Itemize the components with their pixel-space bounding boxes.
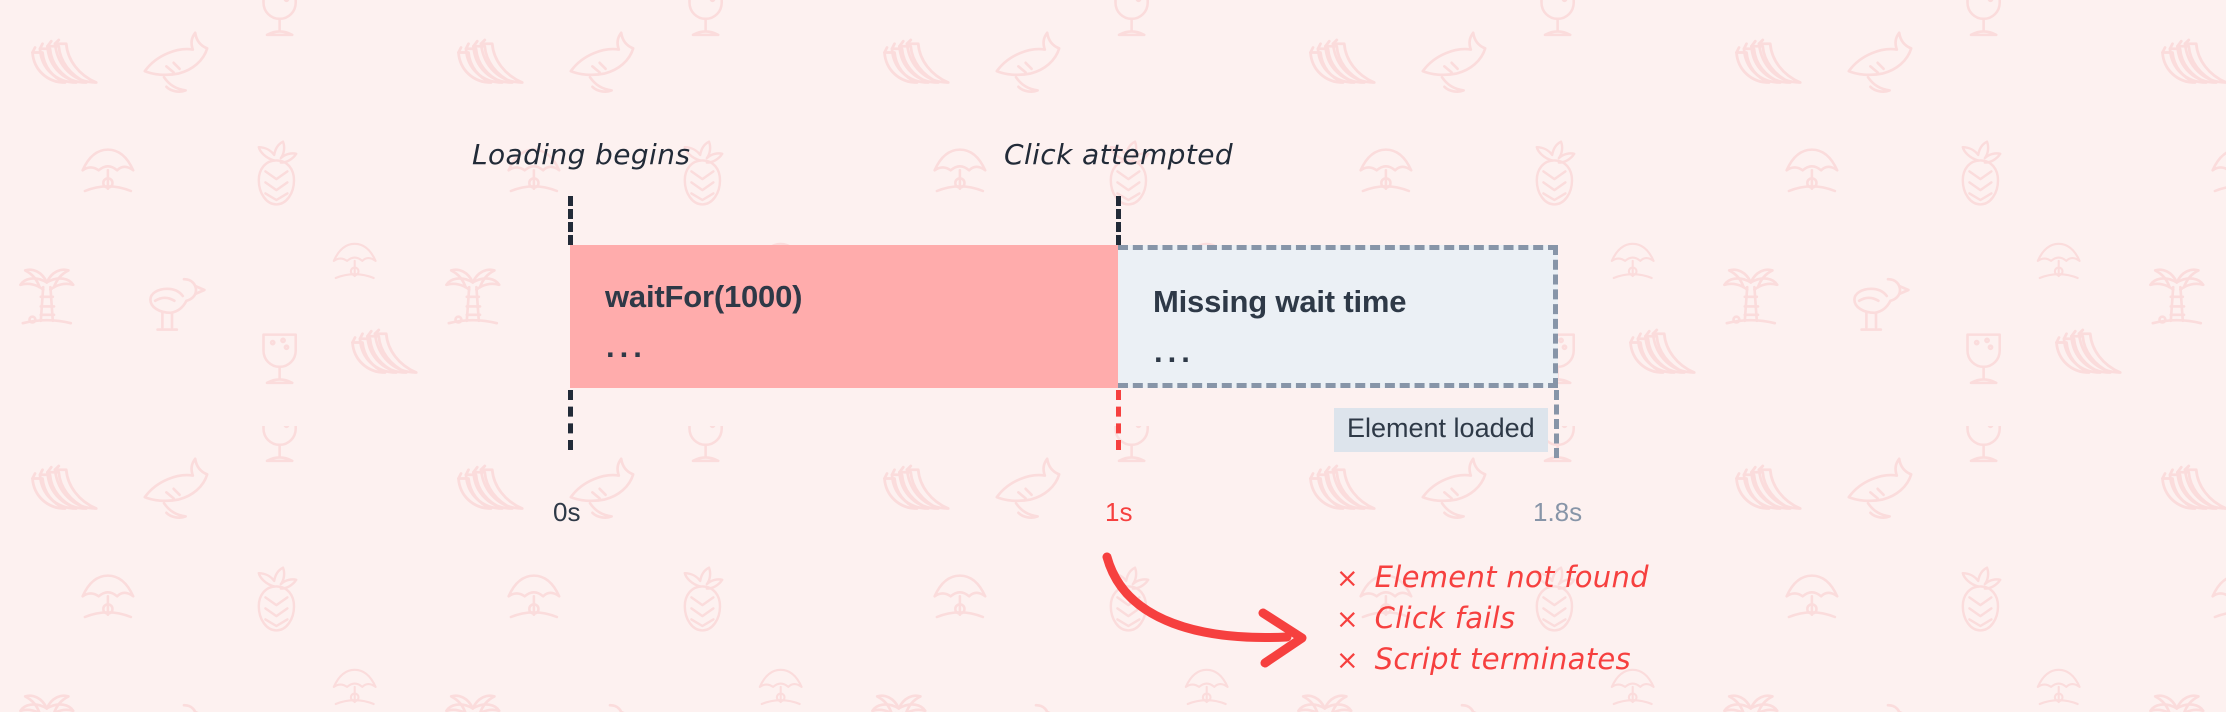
cross-icon: ×: [1336, 645, 1359, 676]
tick-label-0s: 0s: [553, 497, 581, 527]
error-list: × Element not found × Click fails × Scri…: [1336, 560, 1649, 683]
marker-label-click-attempted: Click attempted: [1004, 138, 1233, 171]
cross-icon: ×: [1336, 604, 1359, 635]
timeline-bar-missing-wait: Missing wait time ...: [1118, 245, 1558, 388]
cross-icon: ×: [1336, 563, 1359, 594]
marker-line-18s-bottom: [1554, 390, 1559, 458]
error-text: Element not found: [1374, 560, 1649, 594]
error-list-item: × Script terminates: [1336, 642, 1649, 683]
marker-line-0s-bottom: [568, 390, 573, 450]
marker-line-click-attempted-top: [1116, 196, 1121, 245]
status-badge-element-loaded: Element loaded: [1334, 408, 1548, 452]
error-text: Script terminates: [1374, 642, 1631, 676]
curved-arrow-icon: [1102, 552, 1307, 668]
error-list-item: × Click fails: [1336, 601, 1649, 642]
bar-title-waitfor: waitFor(1000): [605, 279, 803, 314]
tick-label-1s: 1s: [1105, 497, 1133, 527]
bar-ellipsis-waitfor: ...: [606, 329, 647, 364]
bar-ellipsis-missing-wait: ...: [1154, 334, 1195, 369]
marker-line-1s-bottom: [1116, 390, 1121, 450]
tick-label-18s: 1.8s: [1533, 497, 1583, 527]
timeline-bar-waitfor: waitFor(1000) ...: [570, 245, 1118, 388]
marker-label-loading-begins: Loading begins: [472, 138, 691, 171]
marker-line-loading-begins-top: [568, 196, 573, 245]
error-text: Click fails: [1374, 601, 1516, 635]
bar-title-missing-wait: Missing wait time: [1153, 284, 1407, 319]
error-list-item: × Element not found: [1336, 560, 1649, 601]
